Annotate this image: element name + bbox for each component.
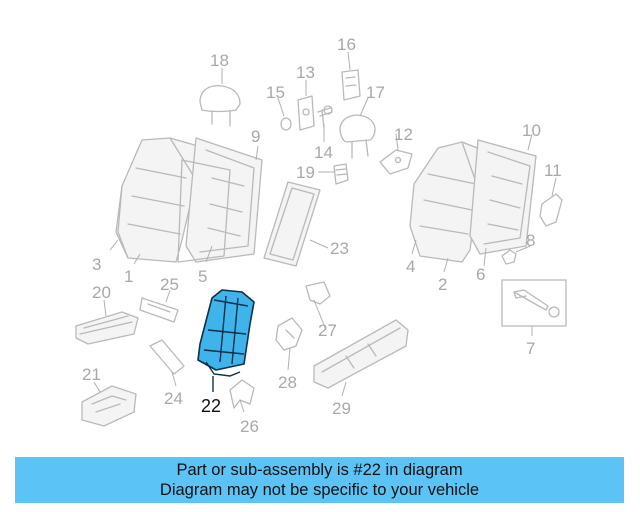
part-23-panel	[263, 181, 321, 267]
callout-11: 11	[544, 161, 562, 180]
callout-1: 1	[124, 267, 133, 286]
part-18-headrest	[199, 84, 241, 127]
callout-20: 20	[92, 283, 111, 302]
callout-leaders	[93, 51, 557, 413]
part-21-tray	[81, 385, 137, 427]
callout-labels: 18 16 13 15 17 14 12 19 9 10 11 8 3 1 5 …	[82, 35, 562, 436]
part-5-pad	[177, 159, 231, 263]
part-25-strip	[139, 297, 179, 323]
info-banner: Part or sub-assembly is #22 in diagram D…	[15, 457, 624, 503]
part-19-knob	[333, 163, 349, 185]
part-7-fastener-kit	[501, 279, 567, 327]
part-9-frame	[185, 137, 263, 263]
callout-18: 18	[210, 51, 229, 70]
callout-22-highlighted: 22	[201, 396, 221, 416]
callout-29: 29	[332, 399, 351, 418]
callout-10: 10	[522, 121, 541, 140]
part-28-hinge	[275, 317, 303, 351]
callout-3: 3	[92, 255, 101, 274]
part-12-trim	[379, 149, 413, 175]
callout-8: 8	[526, 231, 535, 250]
callout-5: 5	[198, 267, 207, 286]
callout-25: 25	[160, 275, 179, 294]
callout-16: 16	[337, 35, 356, 54]
part-1-seat-back-left	[115, 137, 217, 263]
callout-24: 24	[164, 389, 183, 408]
callout-28: 28	[278, 373, 297, 392]
callout-7: 7	[526, 339, 535, 358]
part-8-clip	[501, 249, 517, 265]
part-20-armrest	[75, 311, 139, 345]
part-22-highlighted	[197, 289, 255, 377]
part-13-bracket	[297, 95, 315, 131]
callout-4: 4	[406, 257, 415, 276]
part-27-bracket	[305, 281, 331, 305]
callout-6: 6	[476, 265, 485, 284]
callout-15: 15	[266, 83, 285, 102]
part-16-cover	[341, 69, 361, 101]
part-24-cover	[149, 339, 185, 375]
part-10-frame	[469, 139, 537, 255]
part-11-bracket	[539, 193, 563, 227]
callout-23: 23	[330, 239, 349, 258]
callout-2: 2	[438, 275, 447, 294]
part-17-headrest	[339, 114, 376, 159]
callout-27: 27	[318, 321, 337, 340]
part-14-bolt	[317, 105, 333, 129]
callout-21: 21	[82, 365, 101, 384]
callout-17: 17	[366, 83, 385, 102]
callout-12: 12	[394, 125, 413, 144]
part-26-bracket	[229, 379, 255, 409]
callout-14: 14	[314, 143, 333, 162]
callout-26: 26	[240, 417, 259, 436]
callout-19: 19	[296, 163, 315, 182]
callout-9: 9	[251, 127, 260, 146]
part-29-rail	[313, 319, 409, 389]
banner-part-note: Part or sub-assembly is #22 in diagram	[176, 461, 463, 479]
seat-parts-diagram: 18 16 13 15 17 14 12 19 9 10 11 8 3 1 5 …	[75, 35, 567, 436]
banner-disclaimer: Diagram may not be specific to your vehi…	[159, 481, 480, 499]
callout-13: 13	[296, 63, 315, 82]
part-15-grommet	[280, 117, 292, 131]
